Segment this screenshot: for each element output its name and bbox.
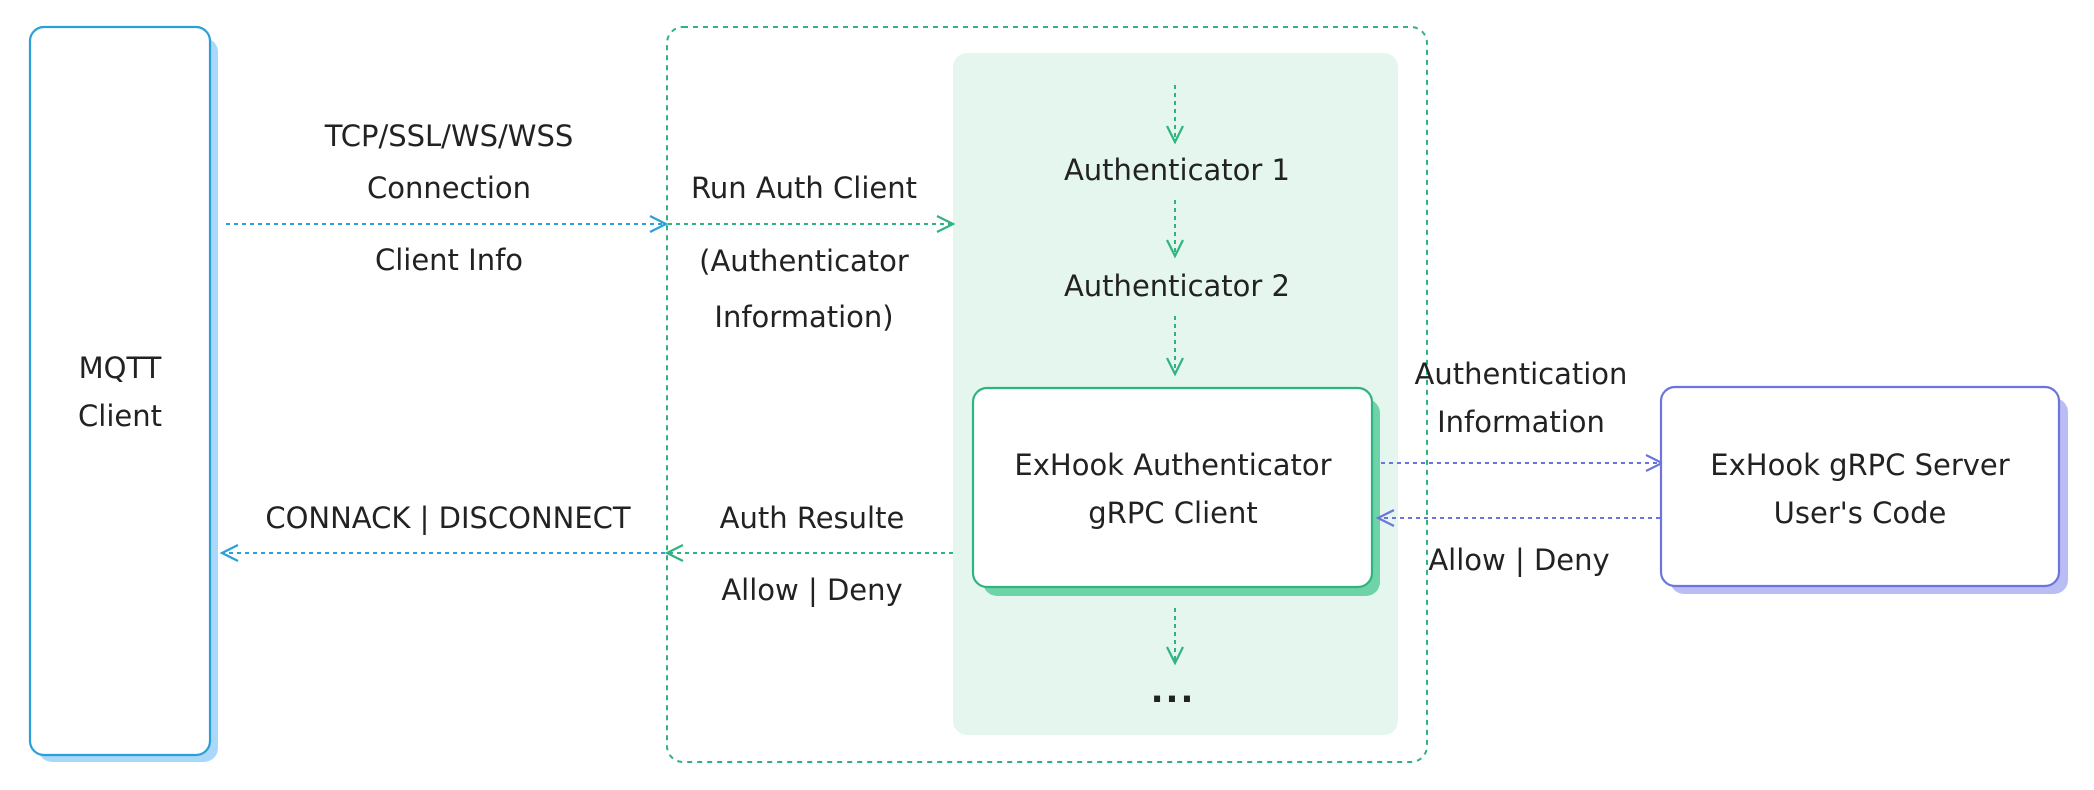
client-info-label: Client Info [375,243,523,277]
exhook-server-box: ExHook gRPC Server User's Code [1659,385,2068,594]
authentication-information-label-line1: Authentication [1415,357,1628,391]
connack-disconnect-label: CONNACK | DISCONNECT [265,501,631,535]
mqtt-client-label-line1: MQTT [79,351,162,385]
auth-result-allow-deny-label: Allow | Deny [721,573,902,607]
exhook-server-label-line2: User's Code [1774,496,1947,530]
run-auth-client-label: Run Auth Client [691,171,917,205]
exhook-client-label-line1: ExHook Authenticator [1014,448,1331,482]
exhook-server-frame [1659,385,2061,588]
mqtt-client-label-line2: Client [78,399,162,433]
exhook-client-label-line2: gRPC Client [1088,496,1257,530]
authenticator-information-label-line1: (Authenticator [699,244,909,278]
mqtt-client-box: MQTT Client [28,25,218,762]
auth-result-label: Auth Resulte [720,501,905,535]
mqtt-client-frame [28,25,212,757]
exhook-client-frame [971,386,1374,589]
authenticator-2-label: Authenticator 2 [1064,269,1290,303]
server-reply-label: Allow | Deny [1428,543,1609,577]
authentication-information-label-line2: Information [1437,405,1605,439]
connection-protocols-label: TCP/SSL/WS/WSS [324,119,574,153]
connection-label: Connection [367,171,531,205]
more-authenticators-ellipsis: ... [1151,671,1196,711]
authenticator-1-label: Authenticator 1 [1064,153,1290,187]
authenticator-information-label-line2: Information) [714,300,893,334]
broker-container [666,26,1428,763]
exhook-client-box: ExHook Authenticator gRPC Client [971,386,1380,596]
exhook-server-label-line1: ExHook gRPC Server [1710,448,2009,482]
